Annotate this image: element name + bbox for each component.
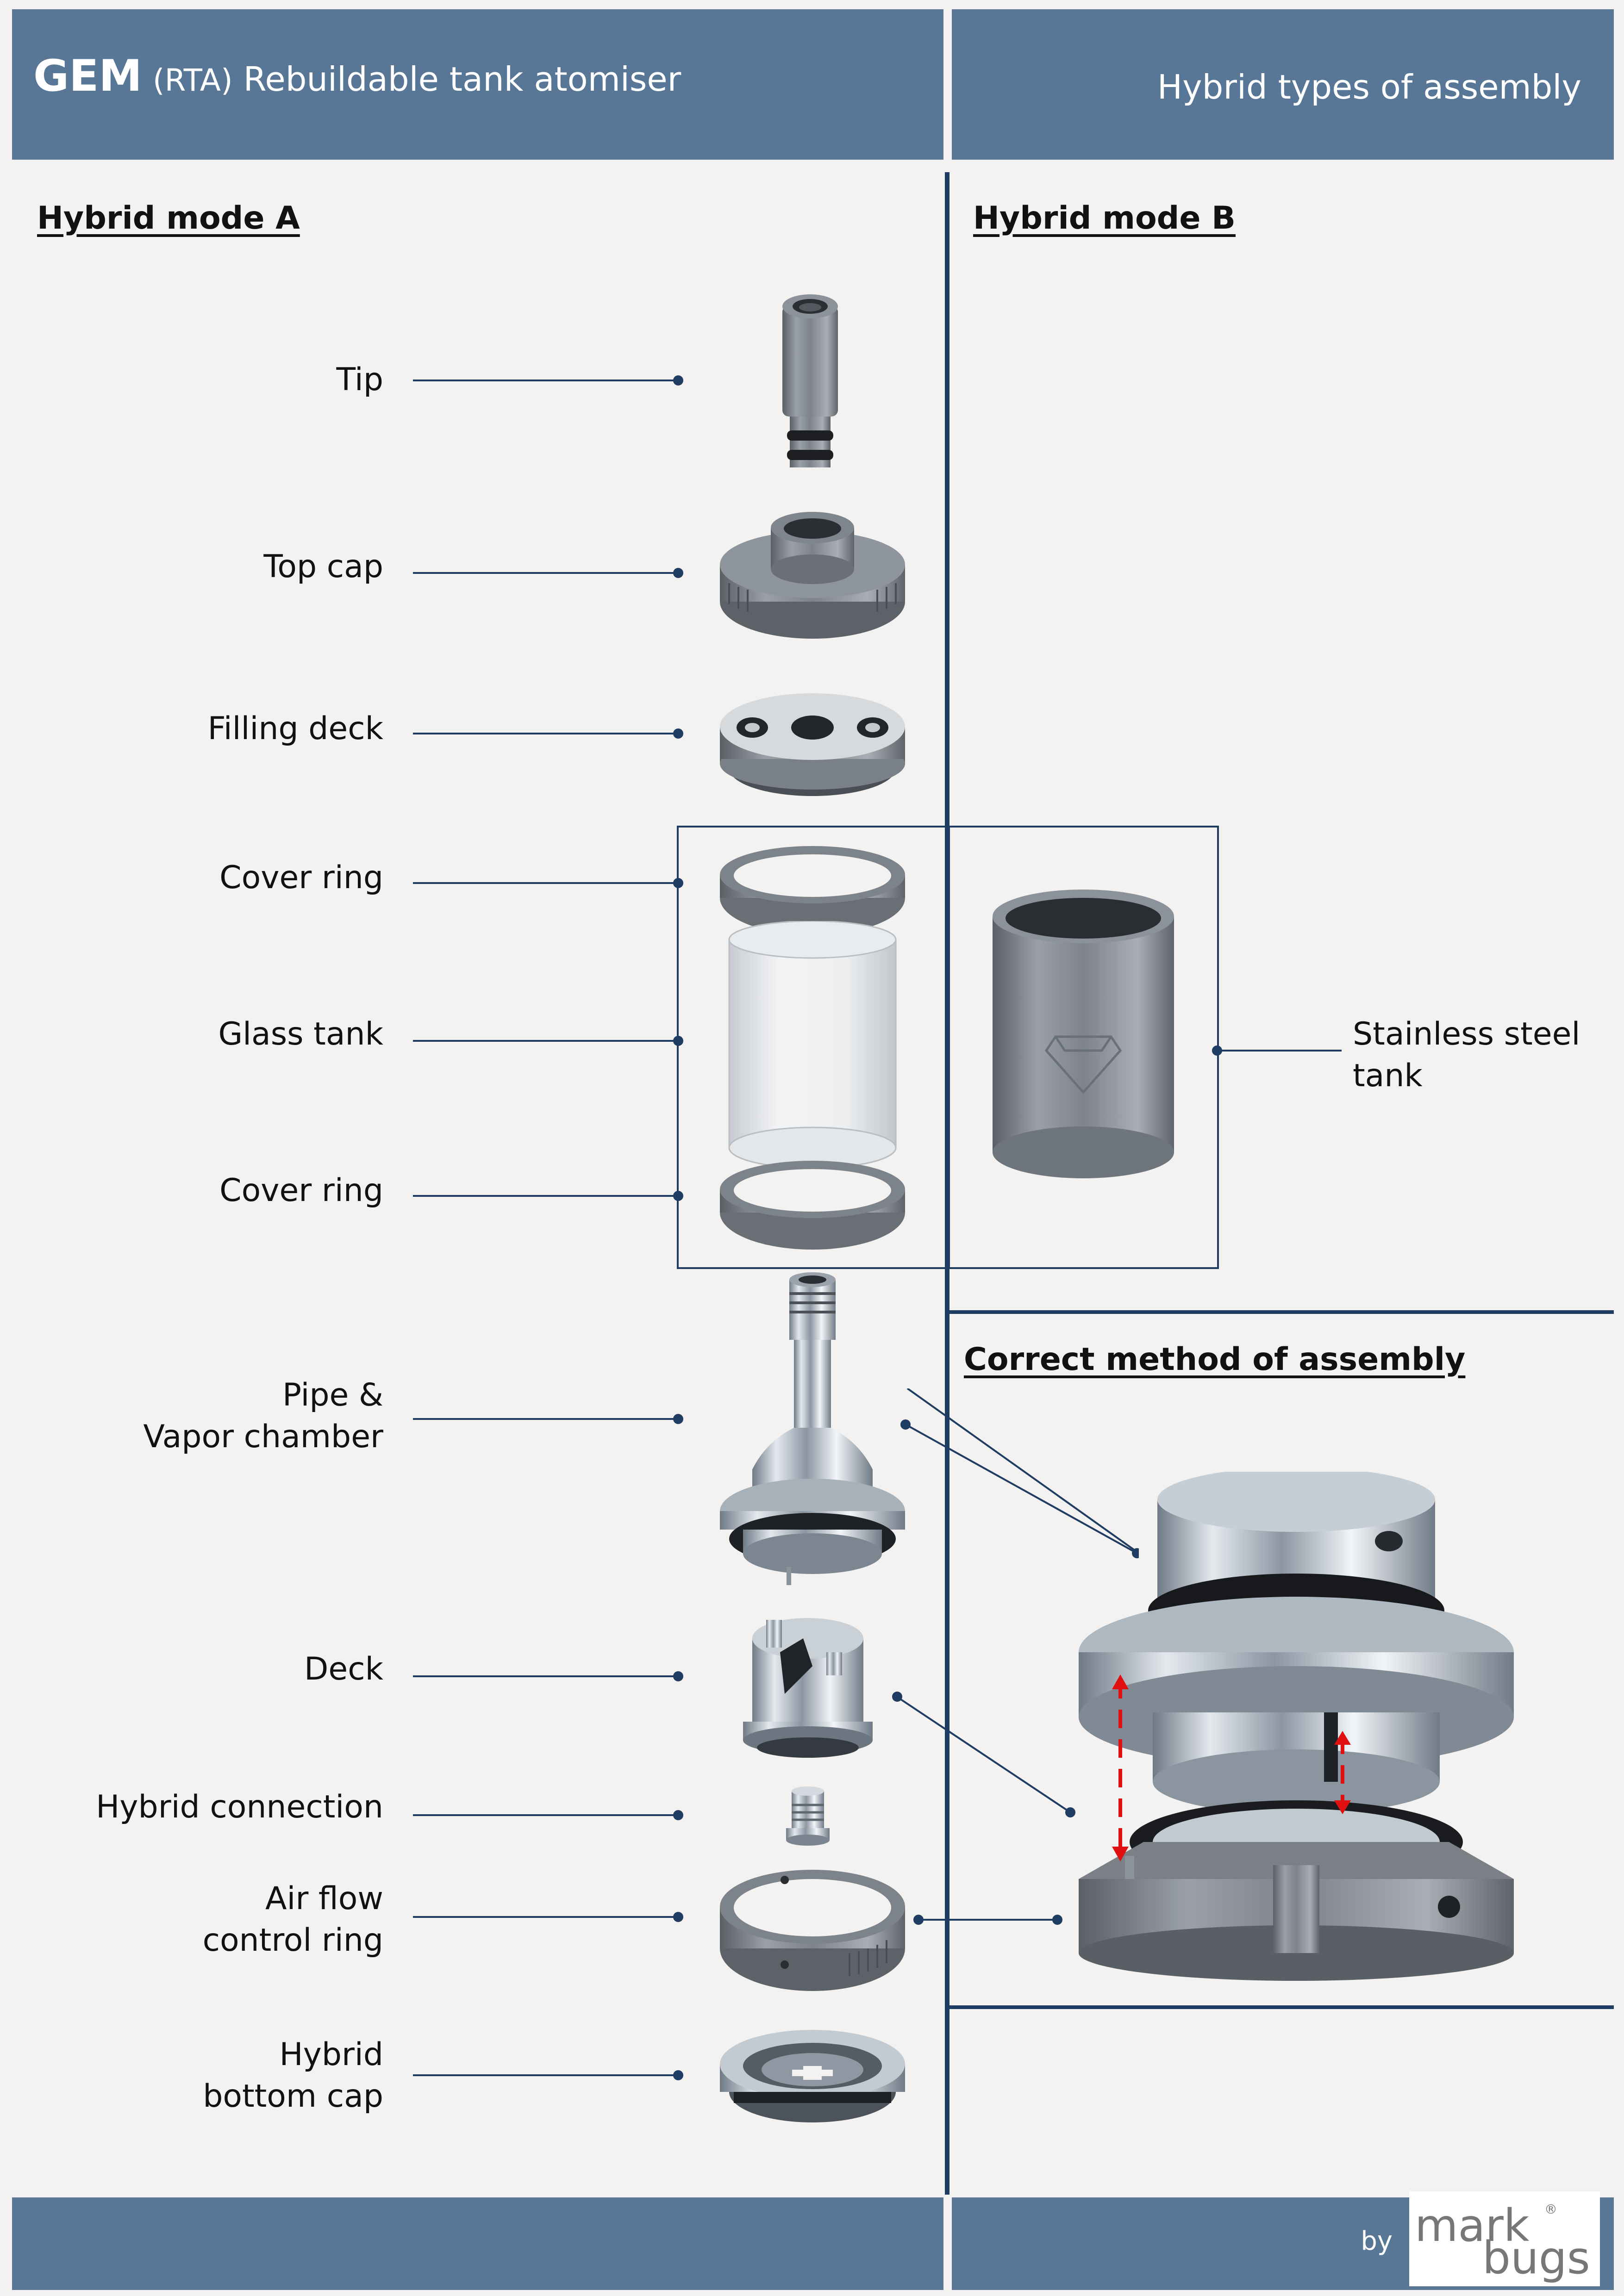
hybrid-bottom-cap-icon <box>720 2030 905 2122</box>
page-subtitle: Hybrid types of assembly <box>1157 68 1581 106</box>
leader-dot <box>900 1419 911 1430</box>
label-line: Stainless steel <box>1353 1016 1580 1052</box>
label-line: bottom cap <box>203 2078 383 2115</box>
leader-cover-ring-bottom <box>413 1195 679 1197</box>
assembly-detail-illustration <box>1079 1472 1514 1981</box>
leader-dot <box>673 878 683 888</box>
label-top-cap: Top cap <box>263 548 383 585</box>
leader-dot <box>1132 1548 1139 1558</box>
tip-icon <box>782 294 838 467</box>
pipe-vapor-chamber-icon <box>720 1272 905 1585</box>
glass-tank-icon <box>728 921 897 1169</box>
label-air-flow-control-ring: Air flow control ring <box>203 1878 383 1961</box>
leader-dot <box>673 1414 683 1424</box>
hybrid-connection-icon <box>786 1786 830 1846</box>
leader-vapor-to-detail <box>906 1388 1139 1554</box>
leader-dot <box>673 375 683 386</box>
center-divider <box>945 172 949 2195</box>
leader-dot <box>913 1915 924 1925</box>
label-line: Air flow <box>265 1880 383 1917</box>
leader-deck-to-detail <box>897 1697 1071 1813</box>
leader-dot <box>673 728 683 739</box>
filling-deck-icon <box>720 693 905 796</box>
leader-vapor-to-detail-line <box>907 1425 1137 1554</box>
leader-dot <box>673 568 683 578</box>
leader-dot <box>673 1191 683 1201</box>
label-glass-tank: Glass tank <box>218 1016 383 1052</box>
leader-dot <box>1052 1915 1062 1925</box>
label-line: control ring <box>202 1922 383 1959</box>
label-hybrid-bottom-cap: Hybrid bottom cap <box>203 2034 383 2117</box>
label-hybrid-connection: Hybrid connection <box>96 1789 383 1825</box>
label-line: tank <box>1353 1058 1423 1094</box>
leader-top-cap <box>413 572 679 574</box>
cover-ring-icon <box>720 846 905 935</box>
leader-hybrid-connection <box>413 1814 679 1816</box>
leader-filling-deck <box>413 733 679 734</box>
leader-cover-ring-top <box>413 882 679 884</box>
leader-glass-tank <box>413 1040 679 1042</box>
markbugs-logo: mark bugs ® <box>1409 2191 1600 2286</box>
leader-air-flow-control-ring <box>413 1916 679 1918</box>
leader-dot <box>1065 1807 1075 1817</box>
top-cap-icon <box>720 512 905 639</box>
leader-deck <box>413 1675 679 1677</box>
leader-dot <box>673 1912 683 1922</box>
footer-by-text: by <box>1361 2226 1393 2256</box>
leader-stainless-steel-tank <box>1218 1050 1342 1052</box>
label-line: Pipe & <box>282 1377 383 1413</box>
mode-b-bottom-rule <box>949 1310 1614 1314</box>
label-cover-ring-bottom: Cover ring <box>219 1172 383 1209</box>
page-title: GEM (RTA) Rebuildable tank atomiser <box>33 51 681 101</box>
leader-hybrid-bottom-cap <box>413 2074 679 2076</box>
air-flow-ring-icon <box>720 1870 905 1991</box>
leader-dot <box>892 1692 902 1702</box>
leader-dot <box>673 1810 683 1820</box>
label-stainless-steel-tank: Stainless steel tank <box>1353 1014 1580 1097</box>
correct-bottom-rule <box>949 2005 1614 2009</box>
cover-ring-icon <box>720 1161 905 1250</box>
detail-leaders <box>892 1388 1139 1925</box>
leader-dot <box>1212 1045 1222 1056</box>
label-filling-deck: Filling deck <box>207 710 383 747</box>
header-right-band <box>952 9 1614 160</box>
label-line: Hybrid <box>279 2036 383 2073</box>
label-pipe-vapor-chamber: Pipe & Vapor chamber <box>143 1375 383 1458</box>
section-title-mode-a: Hybrid mode A <box>37 200 300 236</box>
deck-icon <box>743 1618 873 1758</box>
leader-tip <box>413 380 679 381</box>
steel-tank-icon <box>993 890 1174 1178</box>
footer-left-band <box>12 2197 943 2290</box>
label-deck: Deck <box>304 1651 383 1687</box>
section-title-mode-b: Hybrid mode B <box>973 200 1236 236</box>
glass-tank-group-frame <box>677 826 950 1269</box>
label-tip: Tip <box>336 361 383 398</box>
leader-dot <box>673 2070 683 2080</box>
leader-dot <box>673 1671 683 1681</box>
leader-dot <box>673 1036 683 1046</box>
section-title-correct-assembly: Correct method of assembly <box>964 1341 1466 1378</box>
label-line: Vapor chamber <box>143 1419 383 1455</box>
header-left-band <box>12 9 943 160</box>
leader-pipe-vapor-chamber <box>413 1418 679 1420</box>
label-cover-ring-top: Cover ring <box>219 859 383 896</box>
